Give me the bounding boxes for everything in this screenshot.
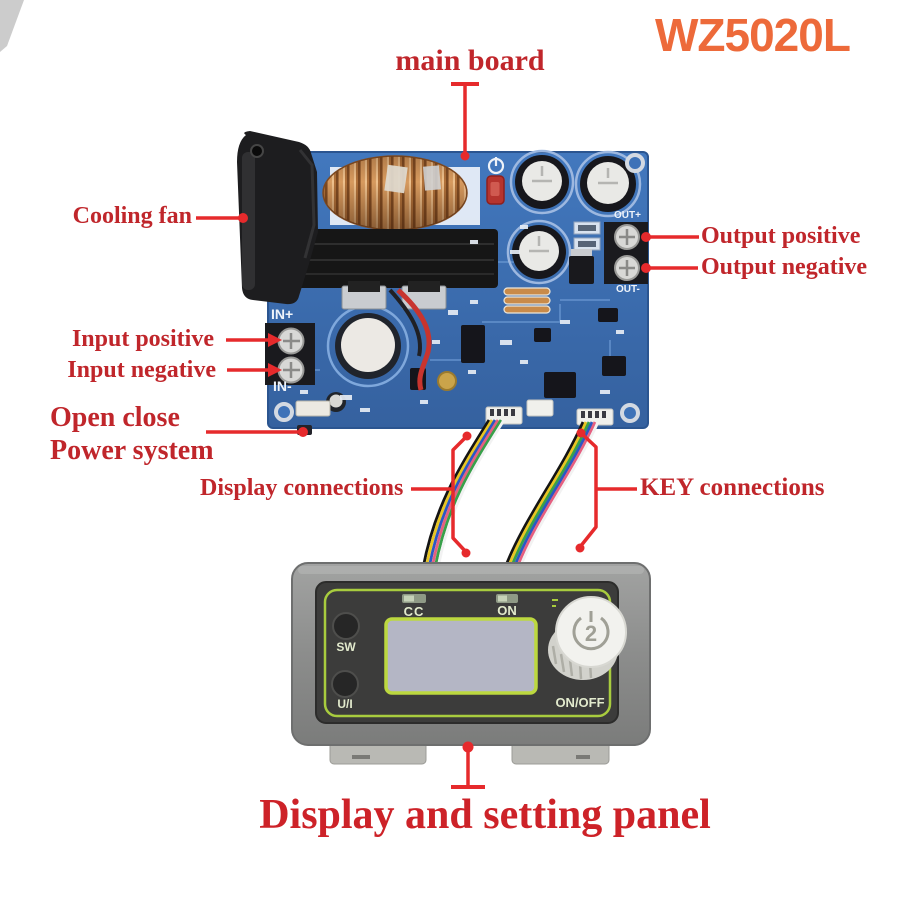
main-board-label: main board — [395, 44, 545, 77]
heatsink — [292, 229, 498, 288]
on-off-label: ON/OFF — [555, 695, 605, 710]
annotation-dots — [238, 151, 651, 753]
on-label: ON — [497, 603, 517, 618]
red-capacitor — [486, 175, 505, 205]
output-terminal — [604, 222, 648, 284]
output-negative-label: Output negative — [701, 254, 868, 280]
key-connector — [576, 408, 614, 426]
ui-label: U/I — [337, 697, 353, 711]
main-board — [265, 149, 649, 435]
cc-label: CC — [403, 604, 425, 619]
ui-button — [331, 670, 359, 698]
cement-resistors — [503, 287, 551, 314]
bottom-caption: Display and setting panel — [259, 792, 711, 838]
display-wire-bundle — [421, 419, 506, 569]
cooling-fan-label: Cooling fan — [72, 203, 192, 229]
in-minus-silkscreen: IN- — [273, 378, 292, 394]
input-positive-label: Input positive — [71, 326, 214, 352]
output-positive-label: Output positive — [701, 223, 861, 249]
display-connector — [485, 406, 523, 425]
sw-label: SW — [336, 640, 356, 654]
open-close-label: Open close — [50, 402, 180, 433]
cooling-fan — [237, 131, 318, 305]
input-negative-label: Input negative — [67, 357, 216, 383]
photo-corner-artifact — [0, 0, 24, 52]
aux-connector — [526, 399, 554, 417]
transistors — [341, 249, 594, 310]
mounting-holes — [274, 153, 645, 423]
out-plus-silkscreen: OUT+ — [614, 210, 641, 221]
annotation-lines — [196, 82, 699, 789]
product-title: WZ5020L — [655, 9, 851, 61]
sw-button — [332, 612, 360, 640]
display-connections-label: Display connections — [200, 475, 404, 501]
toroid-inductor — [322, 155, 468, 231]
knob-marks — [552, 599, 558, 607]
knob-glyph: 2 — [585, 621, 597, 646]
in-plus-silkscreen: IN+ — [271, 306, 294, 322]
key-connections-label: KEY connections — [640, 474, 825, 501]
power-symbol-silkscreen — [487, 157, 505, 175]
small-inductor — [437, 371, 457, 391]
out-minus-silkscreen: OUT- — [616, 284, 640, 295]
power-system-label: Power system — [50, 435, 214, 466]
display-panel: 2 — [291, 562, 651, 765]
on-off-knob: 2 — [548, 596, 627, 680]
smd-components — [300, 221, 624, 412]
input-terminal — [265, 323, 315, 385]
board-wires — [388, 288, 432, 391]
lcd-screen — [384, 617, 538, 695]
